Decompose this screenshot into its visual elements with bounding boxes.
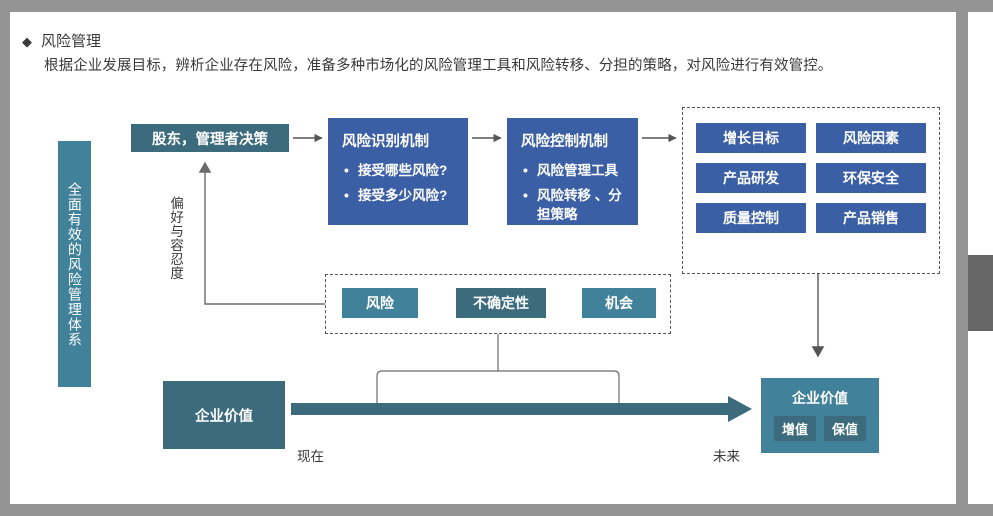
outcome-cell[interactable]: 环保安全 (816, 163, 926, 193)
outcome-cell[interactable]: 产品销售 (816, 203, 926, 233)
process-bullet-list: 风险管理工具 风险转移 、分担策略 (521, 160, 624, 230)
enterprise-value-future-label: 企业价值 (792, 390, 848, 406)
outcome-grid: 增长目标 风险因素 产品研发 环保安全 质量控制 产品销售 (696, 123, 926, 233)
timeline-label-now: 现在 (297, 449, 324, 464)
list-item: 接受哪些风险? (344, 160, 454, 181)
vertical-banner: 全面有效的风险管理体系 (58, 141, 91, 387)
vertical-scrollbar-thumb[interactable] (968, 255, 993, 331)
outcome-cell[interactable]: 风险因素 (816, 123, 926, 153)
feedback-label: 偏好与容忍度 (168, 196, 184, 280)
value-sub-appreciation[interactable]: 增值 (773, 416, 816, 441)
process-box-title: 风险控制机制 (521, 134, 608, 150)
enterprise-value-future[interactable]: 企业价值 增值 保值 (761, 378, 879, 453)
header-description: 根据企业发展目标，辨析企业存在风险，准备多种市场化的风险管理工具和风险转移、分担… (44, 58, 833, 74)
outcome-cell[interactable]: 质量控制 (696, 203, 806, 233)
timeline-label-future: 未来 (713, 449, 740, 464)
middle-group-container (325, 274, 671, 334)
outcome-cell[interactable]: 产品研发 (696, 163, 806, 193)
chip-risk[interactable]: 风险 (342, 288, 418, 318)
enterprise-value-sub-group: 增值 保值 (773, 416, 867, 441)
outcome-grid-container (682, 107, 940, 274)
list-item: 风险管理工具 (523, 160, 624, 181)
process-box-title: 风险识别机制 (342, 134, 429, 150)
enterprise-value-present[interactable]: 企业价值 (163, 381, 285, 449)
page-title: 风险管理 (41, 33, 102, 50)
chip-uncertainty[interactable]: 不确定性 (456, 288, 546, 318)
header-block: ◆ 风险管理 根据企业发展目标，辨析企业存在风险，准备多种市场化的风险管理工具和… (22, 32, 922, 77)
outcome-cell[interactable]: 增长目标 (696, 123, 806, 153)
decision-box[interactable]: 股东，管理者决策 (131, 124, 289, 152)
process-box-risk-control[interactable]: 风险控制机制 风险管理工具 风险转移 、分担策略 (507, 118, 638, 225)
process-bullet-list: 接受哪些风险? 接受多少风险? (342, 160, 454, 210)
value-sub-preservation[interactable]: 保值 (824, 416, 867, 441)
list-item: 接受多少风险? (344, 185, 454, 206)
vertical-banner-label: 全面有效的风险管理体系 (66, 181, 83, 347)
enterprise-value-present-label: 企业价值 (195, 408, 253, 425)
list-item: 风险转移 、分担策略 (523, 185, 624, 225)
decision-box-label: 股东，管理者决策 (152, 131, 268, 148)
diamond-icon: ◆ (22, 34, 32, 49)
process-box-risk-identification[interactable]: 风险识别机制 接受哪些风险? 接受多少风险? (328, 118, 468, 225)
chip-opportunity[interactable]: 机会 (582, 288, 656, 318)
